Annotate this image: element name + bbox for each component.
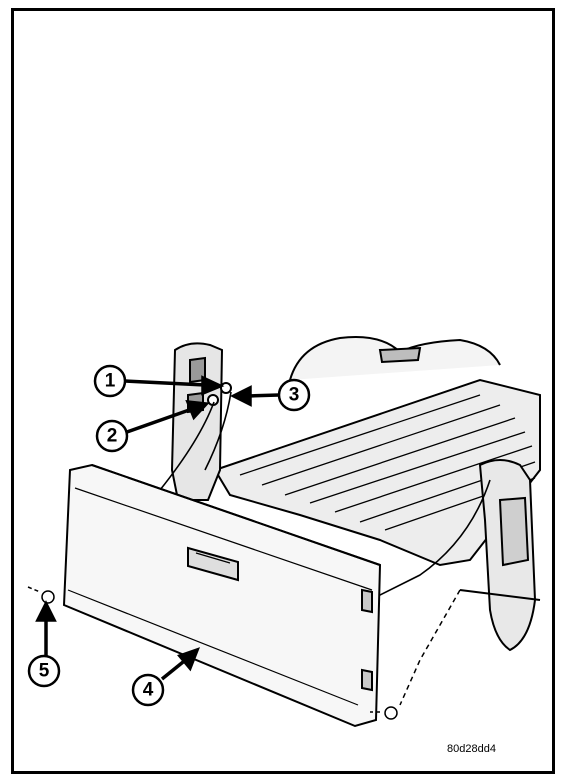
support-cables bbox=[159, 391, 491, 601]
callout-2-label: 2 bbox=[107, 426, 118, 447]
hinge-pivots bbox=[27, 586, 461, 720]
figure-code: 80d28dd4 bbox=[447, 743, 496, 755]
callout-1: 1 bbox=[93, 364, 127, 398]
callout-2: 2 bbox=[95, 419, 129, 453]
leader-lines bbox=[35, 375, 280, 681]
callout-4: 4 bbox=[131, 673, 165, 707]
callout-3: 3 bbox=[277, 378, 311, 412]
callout-1-label: 1 bbox=[105, 371, 116, 392]
callout-5: 5 bbox=[27, 654, 61, 688]
callout-4-label: 4 bbox=[143, 680, 154, 701]
tailgate bbox=[62, 463, 382, 728]
callout-3-label: 3 bbox=[289, 385, 300, 406]
callout-5-label: 5 bbox=[39, 661, 50, 682]
